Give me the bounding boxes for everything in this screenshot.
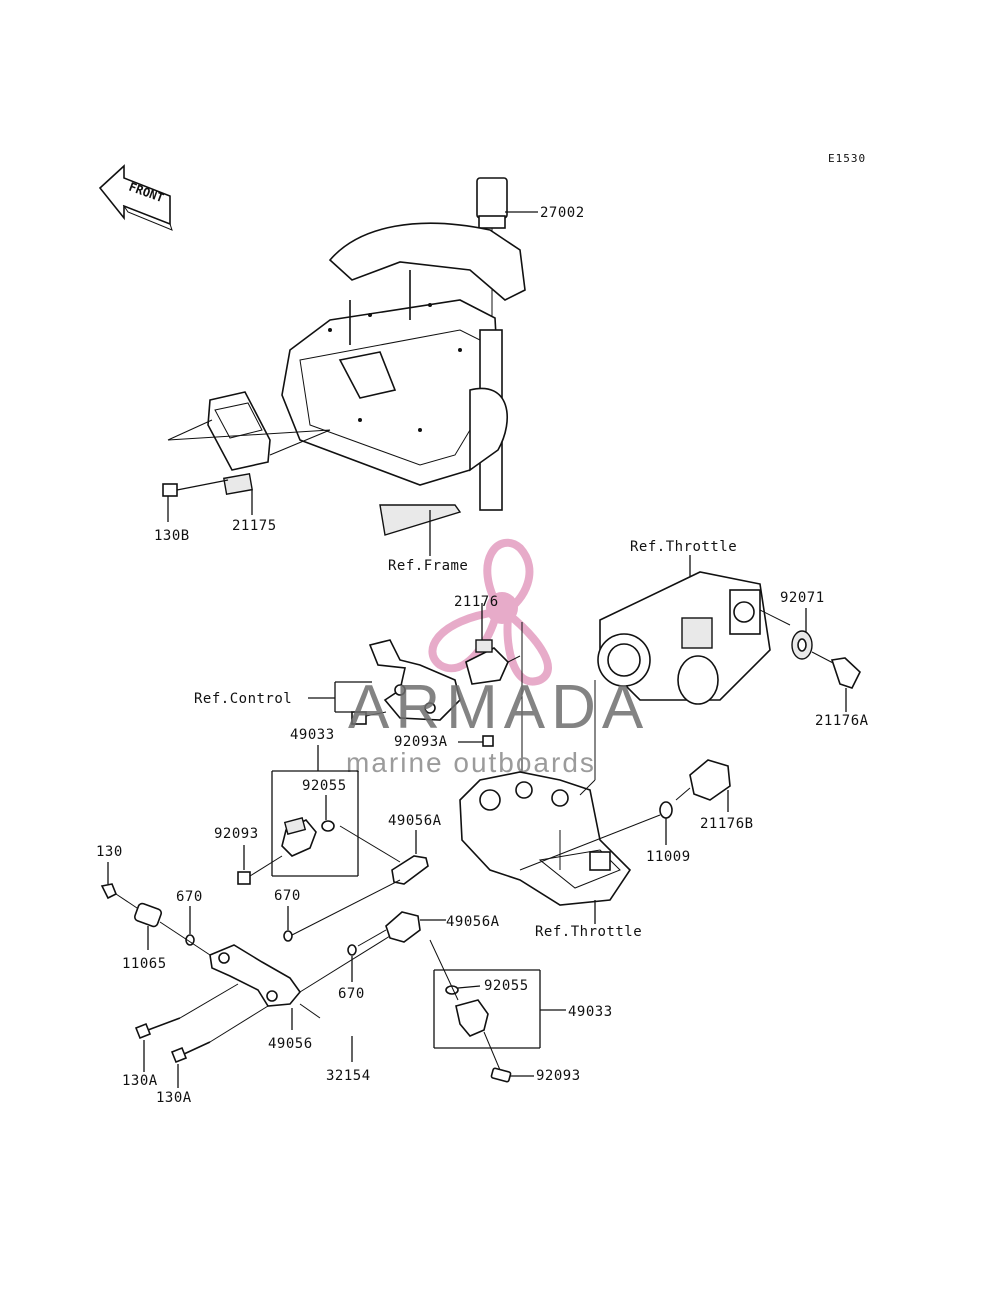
label-ref-throttle-top: Ref.Throttle bbox=[630, 539, 737, 555]
label-11065: 11065 bbox=[122, 956, 167, 972]
label-92093a: 92093A bbox=[394, 734, 448, 750]
throttle-manifold bbox=[459, 680, 632, 906]
label-ref-control: Ref.Control bbox=[194, 691, 292, 707]
label-49056a-bottom: 49056A bbox=[446, 914, 500, 930]
label-670-a: 670 bbox=[176, 889, 203, 905]
injector-kit-top bbox=[237, 745, 359, 885]
label-130b: 130B bbox=[154, 528, 190, 544]
label-130a-1: 130A bbox=[122, 1073, 158, 1089]
label-11009: 11009 bbox=[646, 849, 691, 865]
injector-49056a-top bbox=[291, 825, 429, 936]
label-92071: 92071 bbox=[780, 590, 825, 606]
oring-670-b bbox=[283, 906, 293, 942]
oring-670-a bbox=[185, 906, 195, 946]
watermark-brand: ARMADA bbox=[348, 673, 649, 742]
label-92093-bottom: 92093 bbox=[536, 1068, 581, 1084]
watermark-logo-icon bbox=[428, 538, 552, 686]
label-49056a-top: 49056A bbox=[388, 813, 442, 829]
label-21175: 21175 bbox=[232, 518, 277, 534]
label-21176a: 21176A bbox=[815, 713, 869, 729]
bolt-130a-2 bbox=[170, 1005, 269, 1088]
oring-11009 bbox=[519, 801, 673, 871]
injector-kit-bottom bbox=[429, 939, 566, 1071]
label-130a-2: 130A bbox=[156, 1090, 192, 1106]
sensor-21176 bbox=[465, 603, 523, 800]
pipe-32154 bbox=[299, 1003, 361, 1062]
label-27002: 27002 bbox=[540, 205, 585, 221]
watermark-tagline: marine outboards bbox=[346, 747, 596, 778]
label-ref-frame: Ref.Frame bbox=[388, 558, 468, 574]
nut-92093-bottom bbox=[490, 1067, 534, 1083]
label-130: 130 bbox=[96, 844, 123, 860]
front-arrow-icon: FRONT bbox=[98, 164, 173, 231]
label-92055-bottom: 92055 bbox=[484, 978, 529, 994]
fuel-rail-49056 bbox=[159, 921, 391, 1030]
bolt-130b bbox=[162, 479, 229, 522]
nut-92093a bbox=[458, 735, 494, 747]
grommet-92071 bbox=[791, 608, 813, 660]
bolt-130a-1 bbox=[134, 983, 239, 1072]
label-21176b: 21176B bbox=[700, 816, 754, 832]
ecu-21175 bbox=[167, 391, 331, 515]
label-49056: 49056 bbox=[268, 1036, 313, 1052]
label-670-c: 670 bbox=[338, 986, 365, 1002]
label-92093-top: 92093 bbox=[214, 826, 259, 842]
label-49033-top: 49033 bbox=[290, 727, 335, 743]
sensor-21176a bbox=[811, 651, 861, 712]
spacer-11065 bbox=[133, 902, 163, 950]
throttle-body: Ref.Throttle bbox=[597, 539, 791, 705]
label-ref-throttle-bottom: Ref.Throttle bbox=[535, 924, 642, 940]
sensor-21176b bbox=[675, 759, 731, 812]
label-49033-bottom: 49033 bbox=[568, 1004, 613, 1020]
frame-assembly bbox=[281, 222, 526, 556]
label-21176: 21176 bbox=[454, 594, 499, 610]
bolt-130 bbox=[100, 862, 141, 911]
injector-49056a-bottom bbox=[357, 911, 446, 947]
oring-670-c bbox=[347, 944, 357, 982]
label-32154: 32154 bbox=[326, 1068, 371, 1084]
diagram-code: E1530 bbox=[828, 152, 866, 165]
control-bracket bbox=[308, 639, 461, 725]
label-670-b: 670 bbox=[274, 888, 301, 904]
label-92055-top: 92055 bbox=[302, 778, 347, 794]
